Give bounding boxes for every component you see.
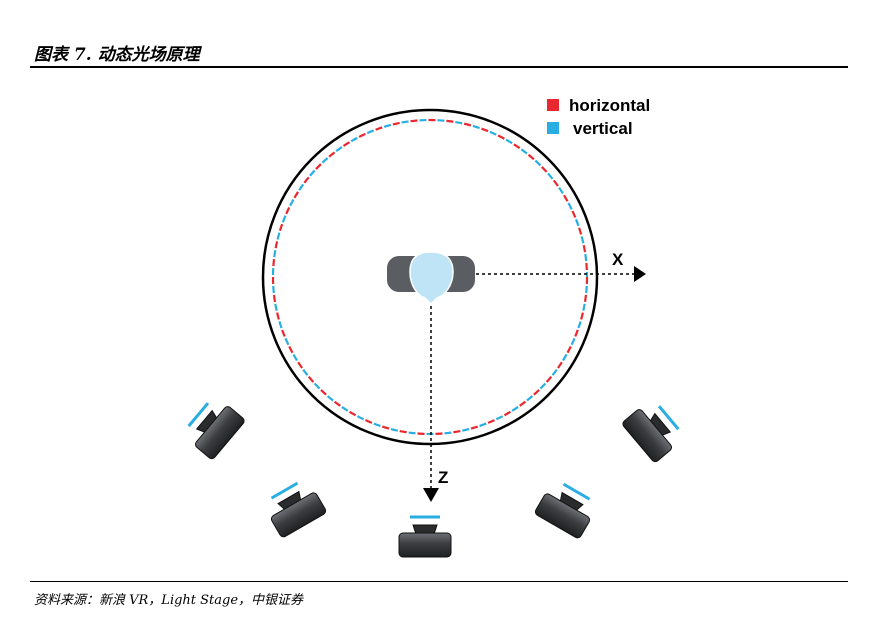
legend-swatch-horizontal [547,99,559,111]
z-axis-label: Z [438,468,448,487]
x-axis-label: X [612,250,624,269]
x-axis-arrow-icon [634,266,646,282]
legend-label-vertical: vertical [573,119,633,138]
legend: horizontal vertical [547,96,650,138]
camera-icon [397,515,453,559]
camera-icon [260,476,329,540]
legend-label-horizontal: horizontal [569,96,650,115]
figure-title: 图表 7. 动态光场原理 [34,45,200,65]
head-icon [387,251,475,306]
source-divider [30,581,848,582]
camera-icon [532,477,601,541]
outer-ring [261,108,599,446]
camera-icon [180,393,248,462]
title-divider [30,66,848,68]
camera-icon [619,396,687,465]
vertical-dashed-ring [271,118,589,436]
legend-swatch-vertical [547,122,559,134]
z-axis-arrow-icon [423,488,439,502]
figure-source: 资料来源：新浪 VR，Light Stage，中银证券 [34,593,304,608]
